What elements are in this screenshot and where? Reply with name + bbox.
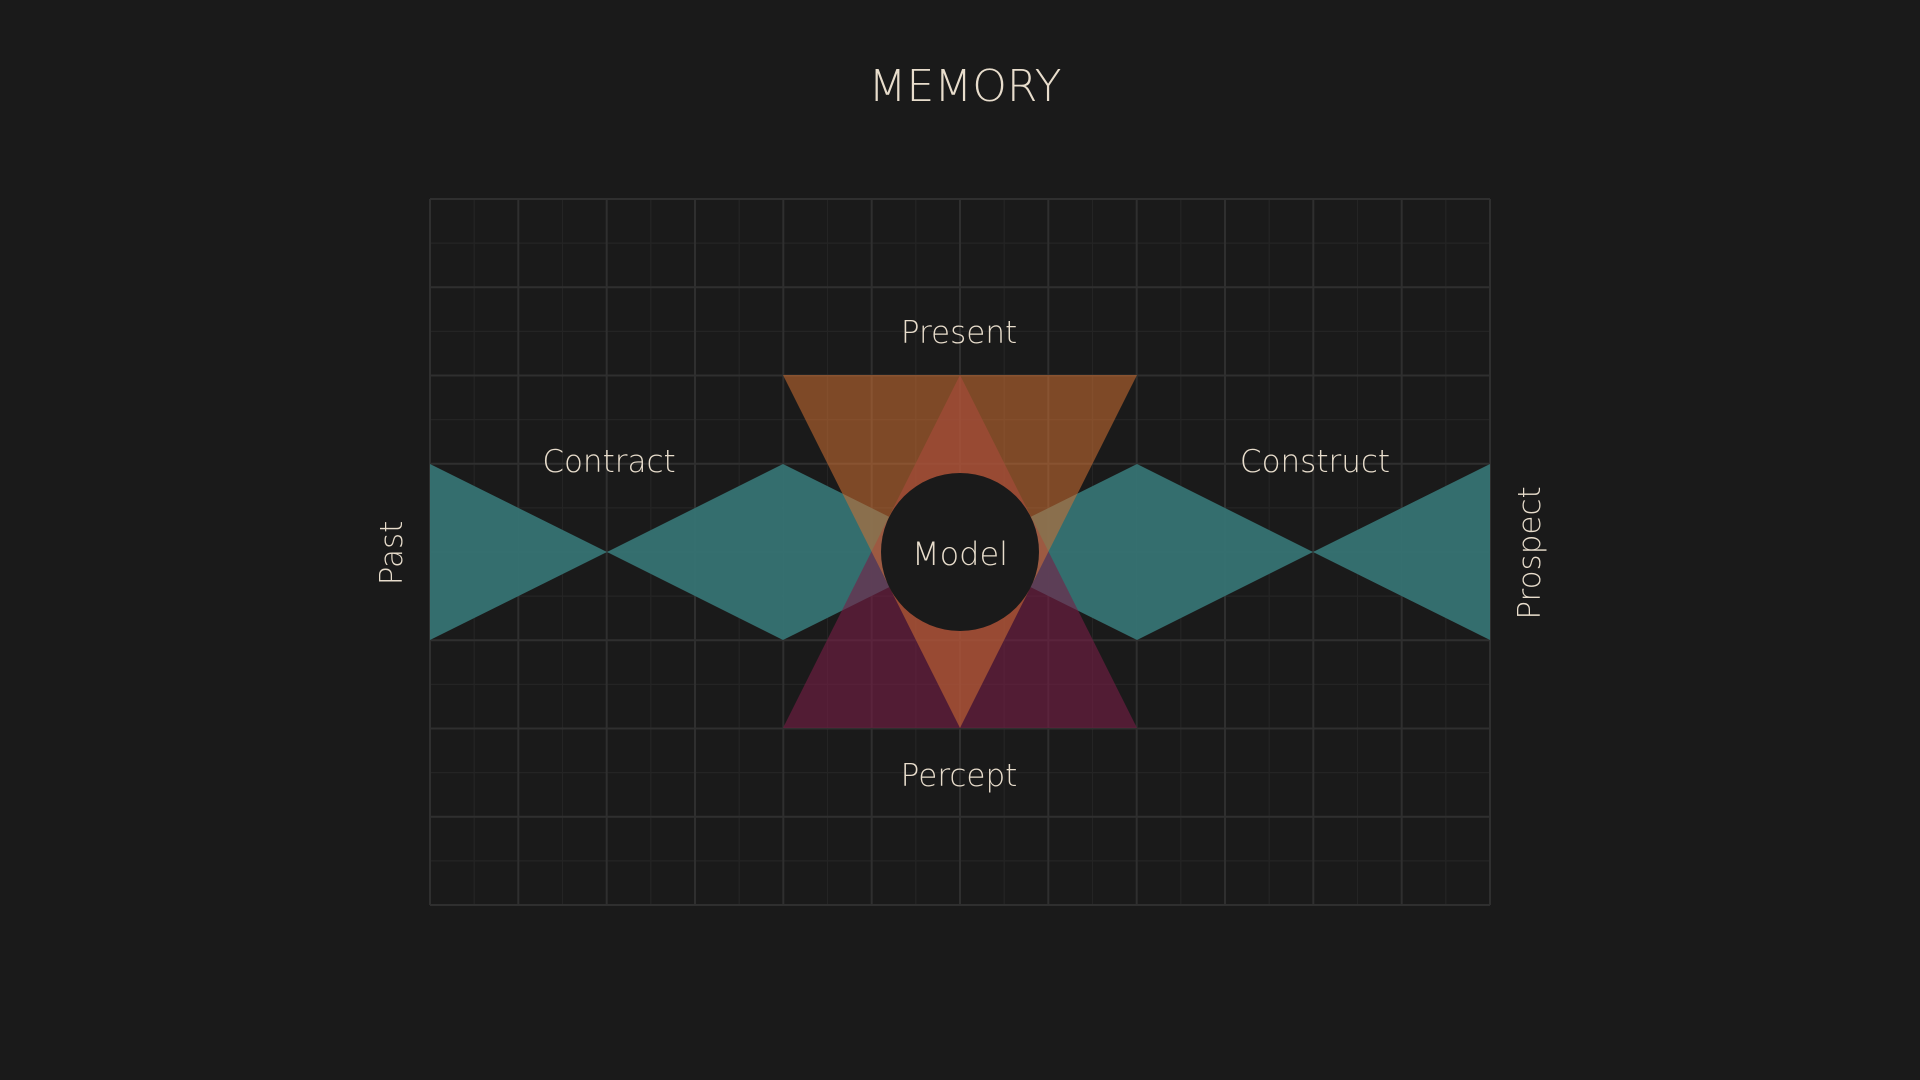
label-percept: Percept [901,758,1018,794]
teal-right-triangle [1313,464,1490,640]
teal-left-triangle [430,464,607,640]
label-prospect: Prospect [1512,486,1548,619]
teal-right-diamond [960,464,1313,640]
label-contract: Contract [542,444,675,480]
label-present: Present [901,315,1017,351]
label-construct: Construct [1240,444,1390,480]
model-circle [881,473,1039,631]
teal-left-diamond [607,464,960,640]
shapes [430,375,1490,728]
label-past: Past [374,521,410,586]
label-model: Model [912,535,1008,573]
title: MEMORY [869,61,1062,112]
